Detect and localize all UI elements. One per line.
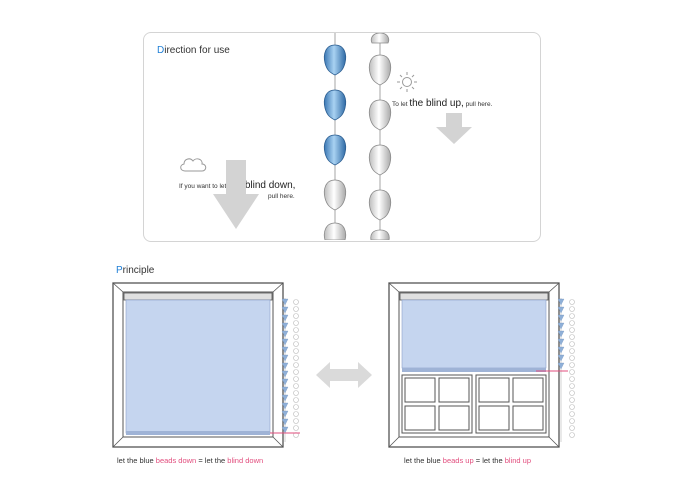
- clear-bead: [368, 144, 392, 176]
- clear-bead-chain: [368, 33, 392, 240]
- clear-bead: [368, 54, 392, 86]
- caption-beads-up: let the blue beads up = let the blind up: [404, 456, 531, 465]
- clear-bead: [368, 99, 392, 131]
- blind-fabric: [401, 299, 547, 369]
- caption-beads-down: let the blue beads down = let the blind …: [117, 456, 264, 465]
- double-arrow-icon: [316, 362, 372, 388]
- direction-heading: Direction for use: [157, 45, 230, 56]
- sun-icon: [397, 72, 417, 92]
- window-blind-up: [388, 282, 575, 448]
- clear-bead: [323, 179, 347, 211]
- cloud-icon: [180, 158, 207, 172]
- blue-bead: [323, 134, 347, 166]
- blue-bead: [323, 89, 347, 121]
- clear-bead: [323, 222, 347, 240]
- blue-bead-chain: [323, 33, 347, 240]
- window-blind-down: [112, 282, 300, 448]
- principle-heading: Principle: [116, 265, 155, 276]
- blind-down-pull-here: pull here.: [268, 193, 295, 200]
- blind-down-instruction: If you want to let the blind down,: [179, 180, 296, 191]
- blind-up-instruction: To let the blind up, pull here.: [392, 98, 493, 109]
- blue-bead: [323, 44, 347, 76]
- clear-bead: [370, 33, 390, 44]
- arrow-down-icon: [436, 113, 472, 144]
- clear-bead: [368, 189, 392, 221]
- clear-bead: [370, 229, 390, 240]
- arrow-down-icon: [213, 160, 259, 229]
- blind-fabric: [125, 299, 271, 434]
